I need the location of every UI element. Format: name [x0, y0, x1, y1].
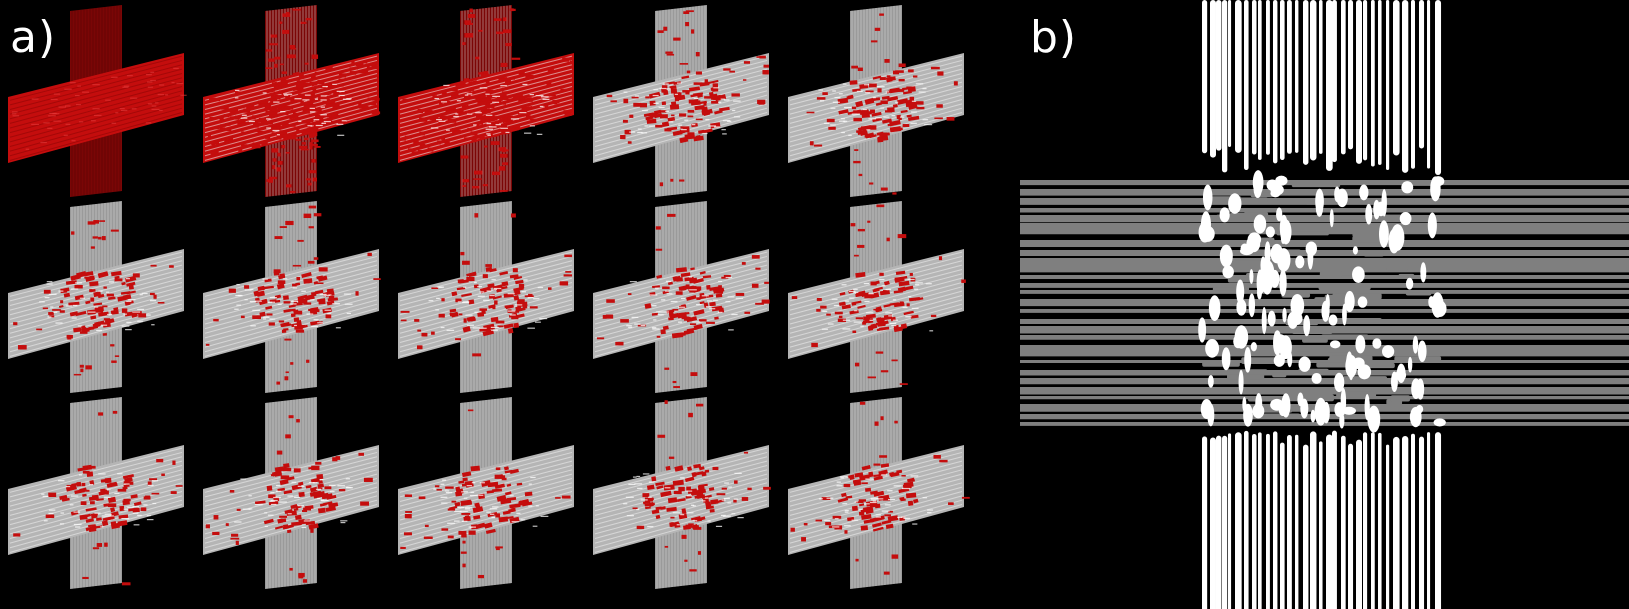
fibre-highlights: [623, 82, 741, 135]
simulation-snapshot: [398, 5, 574, 197]
fibre-texture: [11, 67, 187, 150]
vertical-fibres: [461, 5, 511, 197]
panel-label-a: a): [10, 12, 57, 63]
red-phase-regions: [400, 213, 573, 357]
red-phase-regions: [632, 400, 771, 572]
panel-b-microstructure: [1020, 0, 1629, 609]
fibre-highlights: [821, 278, 934, 332]
simulation-snapshot: [8, 397, 184, 589]
vertical-white-band: [1202, 0, 1442, 609]
simulation-snapshot: [593, 5, 769, 197]
red-phase-regions: [791, 204, 966, 385]
fibre-highlights: [234, 278, 353, 329]
simulation-snapshot: [788, 201, 966, 393]
panel-a-grid: [8, 5, 970, 589]
panel-a-simulation-grid: [8, 5, 970, 589]
fibre-highlights: [39, 278, 157, 332]
simulation-snapshot: [203, 397, 379, 589]
simulation-snapshot: [8, 201, 184, 393]
simulation-snapshot: [788, 5, 964, 197]
simulation-snapshot: [593, 397, 771, 589]
panel-label-b: b): [1030, 12, 1078, 63]
fibre-highlights: [818, 474, 934, 528]
fibre-highlights: [818, 83, 933, 136]
fibre-highlights: [623, 472, 744, 528]
fibre-highlights: [428, 279, 548, 331]
fibre-highlights: [234, 478, 353, 529]
red-phase-regions: [606, 10, 769, 187]
overlap-zone: [1198, 170, 1462, 433]
red-phase-regions: [13, 220, 174, 376]
red-phase-regions: [205, 415, 373, 583]
panel-b-cross-section: [1020, 0, 1629, 609]
simulation-snapshot: [203, 201, 381, 393]
simulation-snapshot: [593, 201, 770, 393]
simulation-snapshot: [8, 5, 187, 197]
fibre-highlights: [433, 476, 549, 528]
red-phase-regions: [401, 8, 574, 192]
horizontal-fibres: [399, 251, 573, 357]
red-phase-regions: [13, 410, 183, 586]
fibre-highlights: [234, 83, 352, 136]
simulation-snapshot: [203, 5, 381, 197]
simulation-snapshot: [398, 397, 574, 589]
fibre-highlights: [626, 276, 744, 331]
red-phase-regions: [400, 409, 571, 579]
fibre-highlights: [430, 83, 550, 136]
fibre-highlights: [41, 473, 158, 528]
horizontal-fibres: [9, 447, 183, 553]
red-phase-regions: [806, 13, 958, 195]
simulation-snapshot: [788, 397, 970, 589]
simulation-snapshot: [398, 201, 574, 393]
